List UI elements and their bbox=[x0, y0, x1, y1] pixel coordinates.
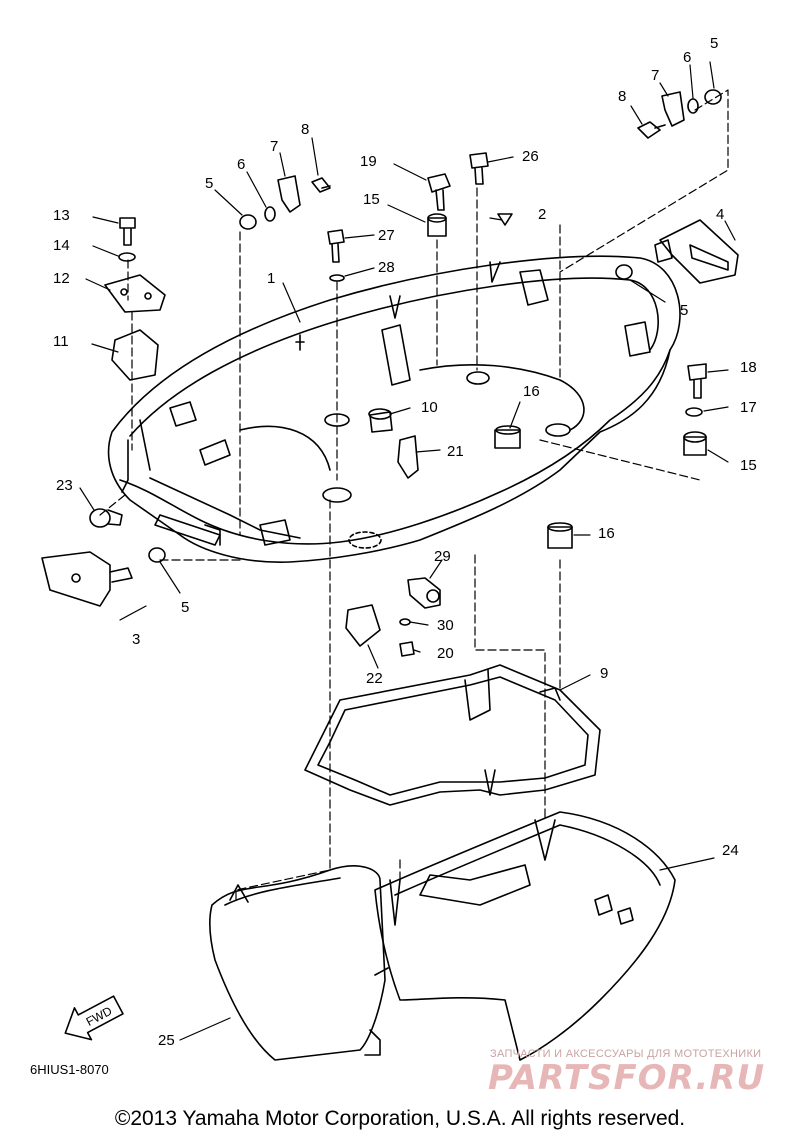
callout-23: 23 bbox=[56, 477, 73, 494]
callout-17: 17 bbox=[740, 399, 757, 416]
callout-5-right: 5 bbox=[680, 302, 689, 319]
watermark-tagline: ЗАПЧАСТИ И АКСЕССУАРЫ ДЛЯ МОТОТЕХНИКИ bbox=[490, 1048, 762, 1060]
support-frame-part bbox=[304, 664, 601, 806]
callout-28: 28 bbox=[378, 259, 395, 276]
leader-lines bbox=[79, 61, 736, 1041]
callout-21: 21 bbox=[447, 443, 464, 460]
callout-10: 10 bbox=[421, 399, 438, 416]
callout-24: 24 bbox=[722, 842, 739, 859]
callout-15-right: 15 bbox=[740, 457, 757, 474]
callout-8-right: 8 bbox=[618, 88, 627, 105]
callout-18: 18 bbox=[740, 359, 757, 376]
callout-8-left: 8 bbox=[301, 121, 310, 138]
callout-7-left: 7 bbox=[270, 138, 279, 155]
callout-3: 3 bbox=[132, 631, 141, 648]
callout-22: 22 bbox=[366, 670, 383, 687]
callout-16-bottom: 16 bbox=[598, 525, 615, 542]
fwd-label: FWD bbox=[84, 1004, 115, 1029]
callout-19: 19 bbox=[360, 153, 377, 170]
callout-7-right: 7 bbox=[651, 67, 660, 84]
diagram-code: 6HIUS1-8070 bbox=[30, 1062, 109, 1077]
left-side-cover-part bbox=[209, 865, 389, 1061]
callout-13: 13 bbox=[53, 207, 70, 224]
callout-5-left: 5 bbox=[181, 599, 190, 616]
callout-20: 20 bbox=[437, 645, 454, 662]
callout-1: 1 bbox=[267, 270, 276, 287]
callout-6-left: 6 bbox=[237, 156, 246, 173]
callout-25: 25 bbox=[158, 1032, 175, 1049]
callout-15-top: 15 bbox=[363, 191, 380, 208]
callout-11: 11 bbox=[53, 333, 69, 350]
watermark-logo: PARTSFOR.RU bbox=[488, 1058, 766, 1098]
callout-2: 2 bbox=[538, 206, 547, 223]
callout-5-far-right: 5 bbox=[710, 35, 719, 52]
callout-29: 29 bbox=[434, 548, 451, 565]
callout-4: 4 bbox=[716, 206, 725, 223]
callout-12: 12 bbox=[53, 270, 70, 287]
bottom-cowling-part bbox=[107, 255, 681, 563]
callout-16-top: 16 bbox=[523, 383, 540, 400]
callout-9: 9 bbox=[600, 665, 609, 682]
callout-5-top: 5 bbox=[205, 175, 214, 192]
callout-26: 26 bbox=[522, 148, 539, 165]
assembly-lines bbox=[99, 89, 729, 901]
callout-14: 14 bbox=[53, 237, 70, 254]
callout-6-right: 6 bbox=[683, 49, 692, 66]
callout-27: 27 bbox=[378, 227, 395, 244]
right-side-cover-part bbox=[374, 811, 676, 1061]
fwd-arrow-icon: FWD bbox=[64, 995, 124, 1041]
copyright-notice: ©2013 Yamaha Motor Corporation, U.S.A. A… bbox=[114, 1107, 686, 1130]
callout-30: 30 bbox=[437, 617, 454, 634]
small-parts bbox=[41, 89, 739, 657]
